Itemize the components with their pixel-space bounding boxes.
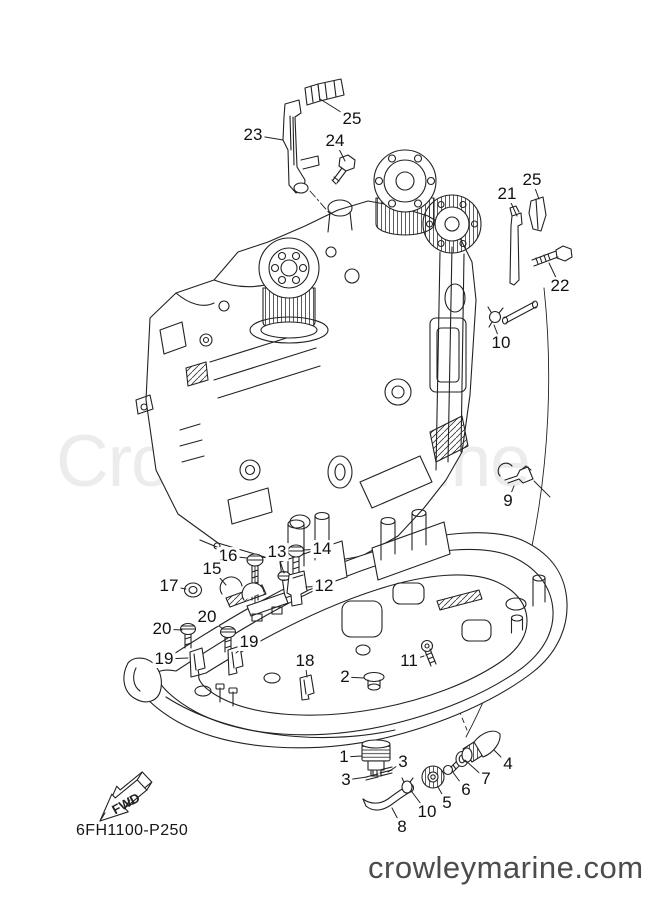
- part-callout-12: 12: [312, 576, 336, 596]
- bottom-cowling-drawing: [123, 508, 568, 749]
- engine-block-drawing: [135, 149, 482, 566]
- part-callout-25: 25: [520, 170, 544, 190]
- part-callout-25: 25: [340, 109, 364, 129]
- part-callout-17: 17: [157, 576, 181, 596]
- part-callout-4: 4: [501, 754, 515, 774]
- part-callout-23: 23: [241, 125, 265, 145]
- part-callout-3: 3: [396, 752, 410, 772]
- part-callout-13: 13: [265, 542, 289, 562]
- part-callout-2: 2: [338, 667, 352, 687]
- part-callout-9: 9: [501, 491, 515, 511]
- diagram-code: 6FH1100-P250: [76, 822, 189, 839]
- part-callout-20: 20: [195, 607, 219, 627]
- part-sketches: [179, 78, 573, 811]
- part-callout-14: 14: [310, 539, 334, 559]
- part-callout-10: 10: [415, 802, 439, 822]
- part-callout-6: 6: [459, 780, 473, 800]
- part-callout-21: 21: [495, 184, 519, 204]
- part-callout-7: 7: [479, 769, 493, 789]
- part-callout-19: 19: [152, 649, 176, 669]
- part-callout-24: 24: [323, 131, 347, 151]
- part-callout-22: 22: [548, 276, 572, 296]
- fwd-arrow-icon: FWD: [99, 771, 153, 822]
- part-callout-15: 15: [200, 559, 224, 579]
- part-callout-10: 10: [489, 333, 513, 353]
- part-callout-5: 5: [440, 793, 454, 813]
- part-callout-18: 18: [293, 651, 317, 671]
- part-callout-8: 8: [395, 817, 409, 837]
- part-callout-19: 19: [237, 632, 261, 652]
- part-callout-1: 1: [337, 747, 351, 767]
- part-callout-11: 11: [398, 651, 420, 671]
- part-callout-3: 3: [339, 770, 353, 790]
- website-name: crowleymarine.com: [368, 850, 644, 885]
- part-callout-20: 20: [150, 619, 174, 639]
